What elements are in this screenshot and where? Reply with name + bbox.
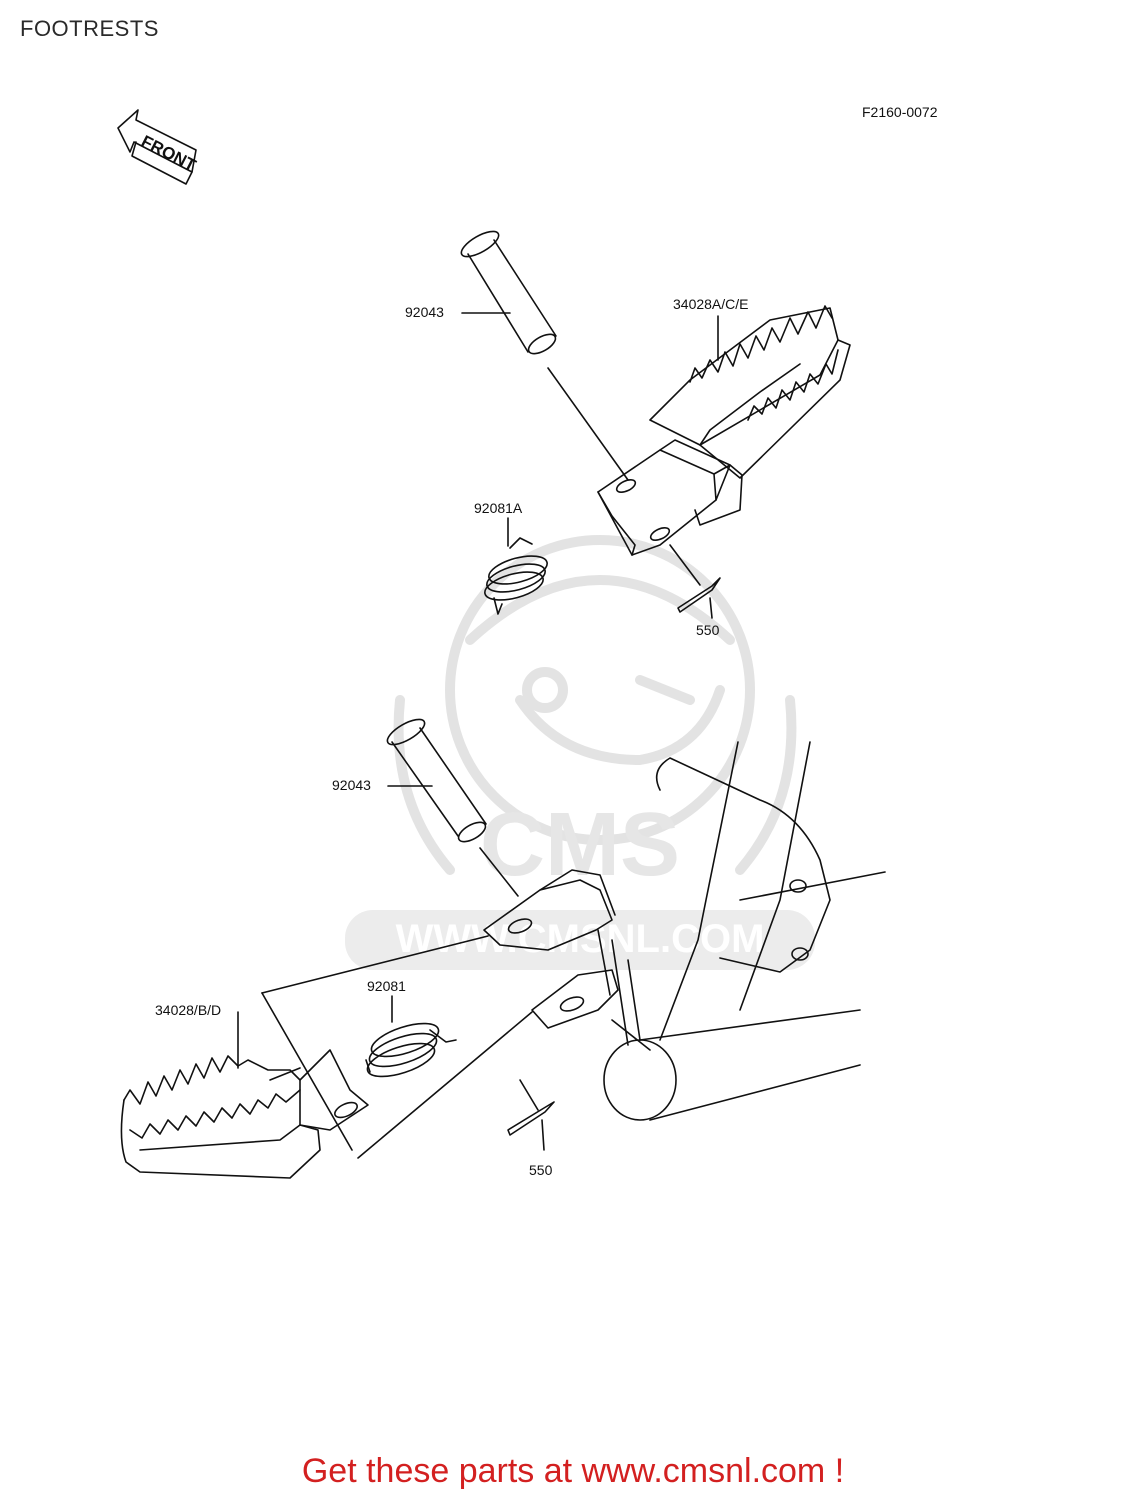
lower-leader-lines [237, 935, 533, 1159]
callout-lower-footrest: 34028/B/D [155, 1002, 222, 1018]
frame [603, 741, 886, 1121]
cms-watermark: CMS WWW.CMSNL.COM [345, 535, 815, 970]
page-title: FOOTRESTS [20, 16, 159, 41]
footer-link-text[interactable]: Get these parts at www.cmsnl.com ! [301, 1452, 845, 1490]
callout-upper-footrest: 34028A/C/E [673, 296, 749, 312]
lower-bracket [483, 869, 641, 1046]
callout-upper-cotter-pin: 550 [696, 622, 720, 638]
watermark-url-text: WWW.CMSNL.COM [396, 917, 765, 961]
lower-cotter-pin [507, 1079, 555, 1151]
upper-footrest [597, 305, 851, 556]
lower-spring [365, 1022, 457, 1078]
front-arrow-icon: FRONT [117, 109, 200, 185]
callout-lower-pin: 92043 [332, 777, 371, 793]
front-arrow-label: FRONT [138, 132, 199, 176]
lower-footrest [120, 1049, 369, 1179]
callout-upper-pin: 92043 [405, 304, 444, 320]
watermark-logo-text: CMS [480, 795, 680, 895]
upper-cotter-pin [669, 544, 721, 619]
callout-lower-spring: 92081 [367, 978, 406, 994]
upper-pin [460, 230, 629, 481]
lower-pin [386, 718, 519, 897]
upper-spring [484, 537, 548, 615]
figure-code: F2160-0072 [862, 104, 938, 120]
callout-lower-cotter-pin: 550 [529, 1162, 553, 1178]
callout-upper-spring: 92081A [474, 500, 523, 516]
